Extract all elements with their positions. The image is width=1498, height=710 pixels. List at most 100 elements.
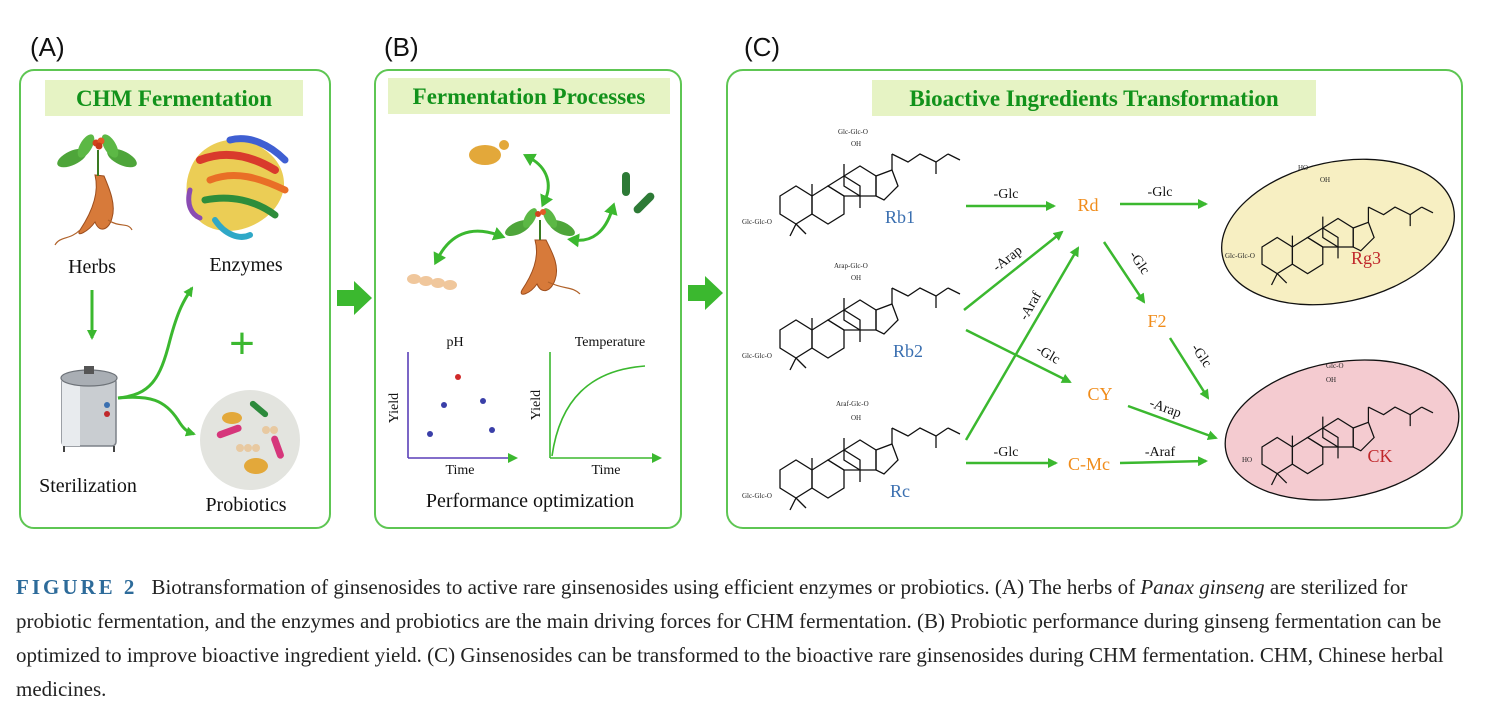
- ginseng-herb-icon: [54, 134, 137, 246]
- cmc-to-ck-label: -Araf: [1145, 445, 1176, 460]
- panel-a-frame: [19, 69, 331, 529]
- panel-c-letter: (C): [744, 32, 780, 62]
- rc-label: Rc: [890, 481, 910, 501]
- panel-a-title: CHM Fermentation: [76, 86, 272, 111]
- panel-c-title-bg: [872, 80, 1316, 116]
- rc-sugar-group-2: Glc-Glc-O: [742, 492, 772, 500]
- streptococcus-chain-icon: [407, 274, 457, 290]
- ph-plot-xlabel: Time: [445, 463, 474, 478]
- f2-to-ck-arrow: [1168, 337, 1210, 400]
- panel-b-title: Fermentation Processes: [413, 84, 646, 109]
- panel-b: (B) Fermentation Processes: [374, 32, 682, 529]
- performance-optimization-label: Performance optimization: [426, 490, 634, 512]
- panel-a-to-b-arrow: [337, 281, 372, 315]
- rb2-structure: Arap-Glc-O OH Glc-Glc-O: [742, 262, 961, 371]
- rb1-oh-group: OH: [851, 140, 861, 148]
- ck-ellipse: [1224, 359, 1460, 501]
- rb1-to-rd-label: -Glc: [994, 187, 1019, 202]
- f2-to-ck-label: -Glc: [1188, 341, 1215, 370]
- ph-point: [489, 427, 495, 433]
- ph-point: [427, 431, 433, 437]
- panel-b-letter: (B): [384, 32, 419, 62]
- rg3-product: HO OH Glc-Glc-O Rg3: [1221, 158, 1455, 306]
- enzyme-protein-icon: [186, 135, 289, 240]
- ck-oh-group: OH: [1326, 376, 1336, 384]
- ph-point-optimal: [455, 374, 461, 380]
- panel-c: (C) Bioactive Ingredients Transformation…: [726, 32, 1463, 529]
- panel-b-title-bg: [388, 78, 670, 114]
- bacteria-ginseng-arrow: [567, 202, 618, 248]
- probiotics-culture-icon: [200, 390, 300, 490]
- f2-label: F2: [1147, 311, 1166, 331]
- rb1-sugar-group: Glc-Glc-O: [838, 128, 868, 136]
- ph-plot-ylabel: Yield: [387, 393, 402, 423]
- panel-c-title: Bioactive Ingredients Transformation: [909, 86, 1278, 111]
- panel-a: (A) CHM Fermentation Herbs: [19, 32, 331, 529]
- temperature-plot: Temperature Yield Time: [529, 335, 662, 478]
- rd-to-f2-arrow: [1102, 241, 1146, 304]
- temperature-curve: [551, 365, 646, 457]
- figure-caption: FIGURE 2 Biotransformation of ginsenoside…: [16, 570, 1486, 706]
- probiotics-label: Probiotics: [205, 494, 286, 516]
- temperature-plot-ylabel: Yield: [529, 390, 544, 420]
- temperature-plot-xlabel: Time: [591, 463, 620, 478]
- rb1-structure: Glc-Glc-O OH Glc-Glc-O: [742, 128, 961, 237]
- rg3-oh-group: OH: [1320, 176, 1330, 184]
- rb2-sugar-group: Arap-Glc-O: [834, 262, 868, 270]
- rg3-ho-group: HO: [1298, 164, 1308, 172]
- cy-to-ck-arrow: [1127, 404, 1218, 440]
- herbs-label: Herbs: [68, 256, 116, 278]
- ph-point: [441, 402, 447, 408]
- cy-to-ck-label: -Arap: [1147, 396, 1183, 421]
- autoclave-sterilizer-icon: [60, 366, 118, 452]
- cmc-label: C-Mc: [1068, 454, 1110, 474]
- rb2-sugar-group-2: Glc-Glc-O: [742, 352, 772, 360]
- rg3-sugar-group: Glc-Glc-O: [1225, 252, 1255, 260]
- cy-label: CY: [1087, 384, 1112, 404]
- panel-b-to-c-arrow: [688, 276, 723, 310]
- caption-text-2: are sterilized for probiotic fermentatio…: [16, 575, 1444, 701]
- rc-to-rd-label: -Araf: [1017, 289, 1045, 323]
- rb2-oh-group: OH: [851, 274, 861, 282]
- sterilization-label: Sterilization: [39, 475, 137, 497]
- rc-to-rd-arrow: [964, 246, 1080, 441]
- rg3-ellipse: [1221, 158, 1455, 306]
- ginseng-center-icon: [505, 208, 581, 295]
- panel-a-title-bg: [45, 80, 303, 116]
- rb2-to-cy-label: -Glc: [1033, 342, 1062, 367]
- figure-canvas: (A) CHM Fermentation Herbs: [19, 32, 1463, 529]
- ck-ho-group: HO: [1242, 456, 1252, 464]
- rc-sugar-group: Araf-Glc-O: [836, 400, 869, 408]
- temperature-plot-title: Temperature: [575, 335, 646, 350]
- figure-label: FIGURE 2: [16, 575, 138, 599]
- rc-structure: Araf-Glc-O OH Glc-Glc-O: [742, 400, 961, 511]
- rb1-sugar-group-2: Glc-Glc-O: [742, 218, 772, 226]
- caption-italic-species: Panax ginseng: [1140, 575, 1265, 599]
- rb2-to-rd-label: -Arap: [990, 243, 1025, 275]
- rb2-to-rd-arrow: [963, 230, 1064, 311]
- ck-glc-group: Glc-O: [1326, 362, 1344, 370]
- rg3-label: Rg3: [1351, 248, 1381, 268]
- plus-sign: +: [229, 319, 255, 368]
- panel-b-frame: [374, 69, 682, 529]
- rb2-to-cy-arrow: [965, 328, 1072, 384]
- rb2-label: Rb2: [893, 341, 923, 361]
- sterilization-to-probiotics-arrow: [117, 395, 196, 437]
- rd-to-f2-label: -Glc: [1126, 248, 1153, 277]
- rb1-label: Rb1: [885, 207, 915, 227]
- rod-bacteria-icon: [622, 172, 655, 214]
- yeast-cell-icon: [469, 140, 509, 165]
- caption-text-1: Biotransformation of ginsenosides to act…: [151, 575, 1141, 599]
- panel-a-letter: (A): [30, 32, 65, 62]
- yeast-ginseng-arrow: [523, 153, 554, 208]
- panel-c-frame: [726, 69, 1463, 529]
- cmc-to-ck-arrow: [1119, 456, 1208, 467]
- ck-product: Glc-O OH HO CK: [1224, 359, 1460, 501]
- sterilization-to-enzymes-arrow: [117, 286, 194, 400]
- ph-point: [480, 398, 486, 404]
- rd-to-rg3-label: -Glc: [1148, 185, 1173, 200]
- rc-oh-group: OH: [851, 414, 861, 422]
- rc-to-cmc-label: -Glc: [994, 445, 1019, 460]
- chain-ginseng-arrow: [433, 227, 506, 266]
- ph-plot-title: pH: [446, 335, 463, 350]
